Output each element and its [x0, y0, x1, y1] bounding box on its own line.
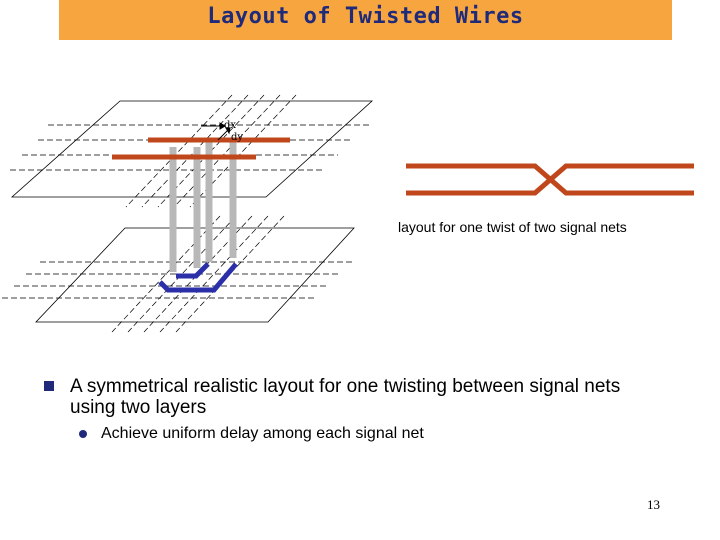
dx-label: dx	[224, 120, 236, 131]
dimension-markers	[201, 122, 231, 141]
slide-title: Layout of Twisted Wires	[207, 4, 524, 29]
bullet-main-text: A symmetrical realistic layout for one t…	[70, 376, 621, 418]
bullet-main: A symmetrical realistic layout for one t…	[44, 376, 664, 418]
bullet-sub: Achieve uniform delay among each signal …	[79, 425, 639, 443]
dy-label: dy	[231, 132, 243, 143]
title-bar: Layout of Twisted Wires	[59, 0, 672, 40]
twist-illustration	[406, 163, 694, 196]
twist-caption: layout for one twist of two signal nets	[398, 219, 627, 235]
lower-layer-wires	[158, 262, 238, 293]
vias	[169, 140, 237, 272]
round-bullet-icon	[79, 430, 87, 438]
upper-layer-wires	[112, 137, 290, 160]
upper-layer-tracks	[10, 124, 372, 171]
square-bullet-icon	[44, 381, 54, 391]
lower-layer-plane	[35, 227, 355, 323]
upper-layer-plane	[10, 100, 374, 198]
bullet-sub-text: Achieve uniform delay among each signal …	[101, 425, 424, 442]
lower-layer-tracks	[2, 261, 352, 299]
page-number: 13	[647, 497, 660, 512]
